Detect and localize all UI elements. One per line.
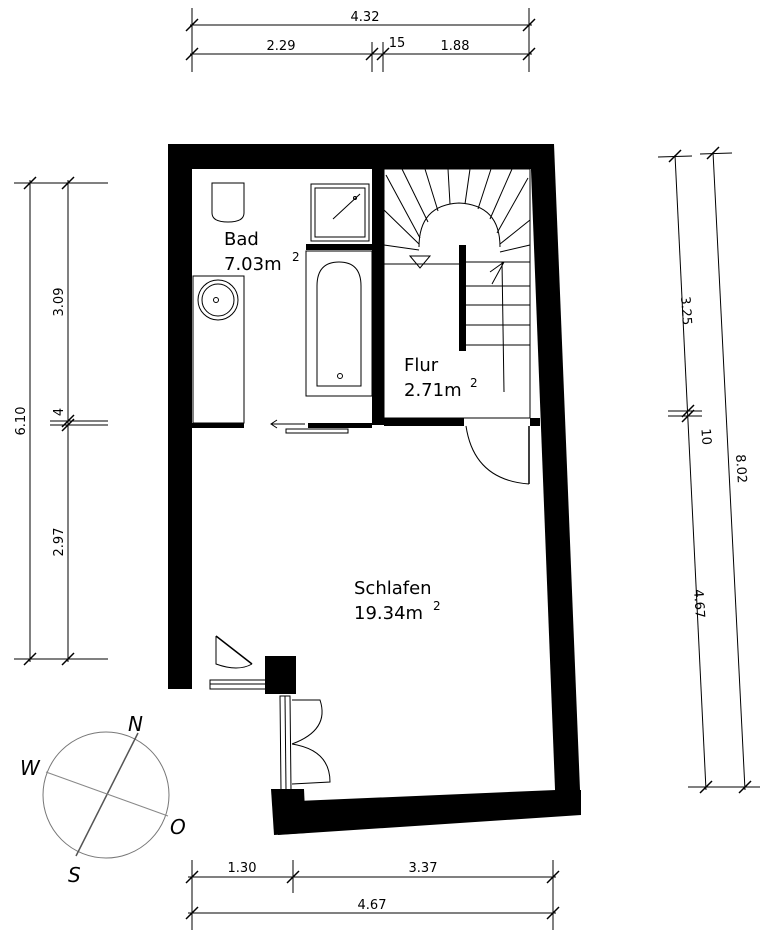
compass: N O S W bbox=[20, 712, 186, 887]
room-name-flur: Flur bbox=[404, 355, 439, 376]
shower-icon bbox=[310, 183, 370, 242]
left-dimensions: 6.10 3.09 4 2.97 bbox=[14, 176, 108, 666]
dim-left-mid: 4 bbox=[52, 408, 67, 416]
compass-south-label: S bbox=[68, 863, 81, 887]
compass-east-label: O bbox=[170, 815, 186, 839]
dim-top-mid: 15 bbox=[389, 36, 406, 51]
dim-left-total: 6.10 bbox=[14, 407, 29, 436]
bottom-dimensions: 1.30 3.37 4.67 bbox=[185, 860, 560, 930]
compass-needle-wo bbox=[45, 771, 169, 817]
dim-right-lower: 4.67 bbox=[690, 589, 707, 619]
room-area-schlafen: 19.34m bbox=[354, 603, 423, 624]
room-name-bad: Bad bbox=[224, 229, 259, 250]
bottom-window bbox=[342, 797, 528, 821]
room-area-flur: 2.71m bbox=[404, 380, 462, 401]
room-name-schlafen: Schlafen bbox=[354, 578, 432, 599]
bathtub-icon bbox=[305, 250, 373, 397]
dim-left-lower: 2.97 bbox=[52, 528, 67, 557]
room-area-bad: 7.03m bbox=[224, 254, 282, 275]
compass-west-label: W bbox=[20, 756, 41, 780]
room-labels: Bad 7.03m 2 Flur 2.71m 2 Schlafen 19.34m… bbox=[224, 229, 478, 624]
dim-bottom-total: 4.67 bbox=[358, 898, 387, 913]
washbasin-icon bbox=[197, 279, 239, 321]
dim-top-right: 1.88 bbox=[441, 39, 470, 54]
counter-icon bbox=[192, 275, 245, 424]
toilet-icon bbox=[211, 182, 245, 223]
bathroom-fixtures bbox=[192, 182, 373, 434]
dim-right-upper: 3.25 bbox=[677, 296, 694, 326]
bay-window bbox=[279, 695, 292, 791]
compass-north-label: N bbox=[128, 712, 143, 736]
right-dimensions: 3.25 10 4.67 8.02 bbox=[657, 146, 760, 794]
dim-bottom-right: 3.37 bbox=[409, 861, 438, 876]
dim-left-upper: 3.09 bbox=[52, 288, 67, 317]
doors-windows bbox=[209, 425, 530, 821]
room-area-bad-sup: 2 bbox=[292, 250, 300, 264]
dim-right-total: 8.02 bbox=[732, 454, 749, 484]
walls bbox=[168, 144, 581, 835]
room-area-schlafen-sup: 2 bbox=[433, 599, 441, 613]
dim-right-mid: 10 bbox=[697, 428, 713, 446]
staircase bbox=[383, 168, 531, 419]
room-area-flur-sup: 2 bbox=[470, 376, 478, 390]
dim-top-total: 4.32 bbox=[351, 10, 380, 25]
top-dimensions: 4.32 2.29 15 1.88 bbox=[185, 8, 536, 72]
dim-top-left: 2.29 bbox=[267, 39, 296, 54]
compass-ring bbox=[42, 731, 170, 859]
dim-bottom-left: 1.30 bbox=[228, 861, 257, 876]
